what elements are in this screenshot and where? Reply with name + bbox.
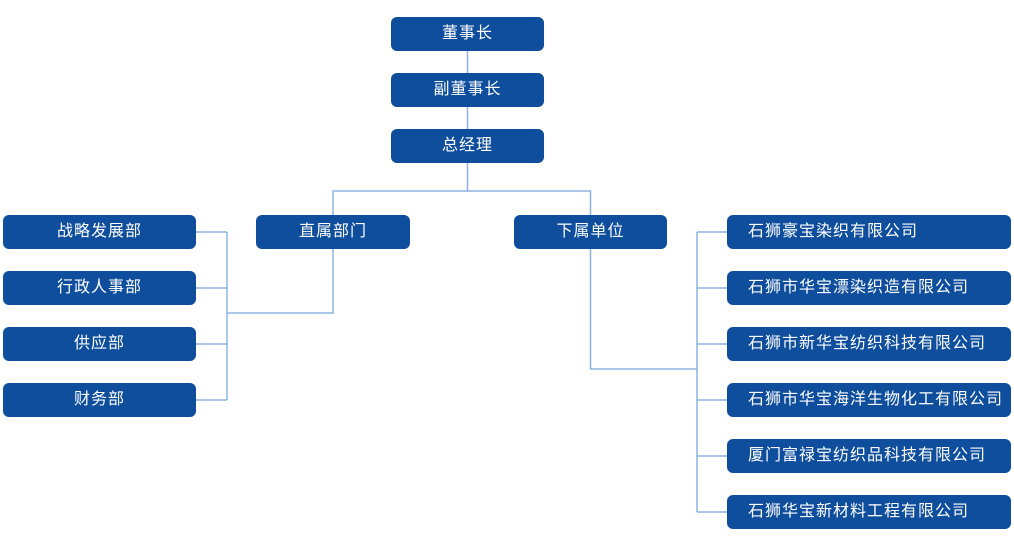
subsidiary-node-3: 石狮市新华宝纺织科技有限公司	[727, 327, 1011, 361]
connector-subsidiaries	[589, 231, 727, 513]
node-direct-departments: 直属部门	[256, 215, 410, 249]
department-node-admin-hr: 行政人事部	[3, 271, 196, 305]
connector-branch-split	[332, 190, 592, 215]
connector-departments	[196, 231, 334, 401]
subsidiary-node-1: 石狮豪宝染织有限公司	[727, 215, 1011, 249]
node-vice-chairman: 副董事长	[391, 73, 544, 107]
department-node-finance: 财务部	[3, 383, 196, 417]
node-chairman: 董事长	[391, 17, 544, 51]
department-node-strategy: 战略发展部	[3, 215, 196, 249]
subsidiary-node-5: 厦门富禄宝纺织品科技有限公司	[727, 439, 1011, 473]
department-node-supply: 供应部	[3, 327, 196, 361]
subsidiary-node-4: 石狮市华宝海洋生物化工有限公司	[727, 383, 1011, 417]
subsidiary-node-2: 石狮市华宝漂染织造有限公司	[727, 271, 1011, 305]
subsidiary-node-6: 石狮华宝新材料工程有限公司	[727, 495, 1011, 529]
node-general-manager: 总经理	[391, 129, 544, 163]
node-subordinate-units: 下属单位	[514, 215, 667, 249]
